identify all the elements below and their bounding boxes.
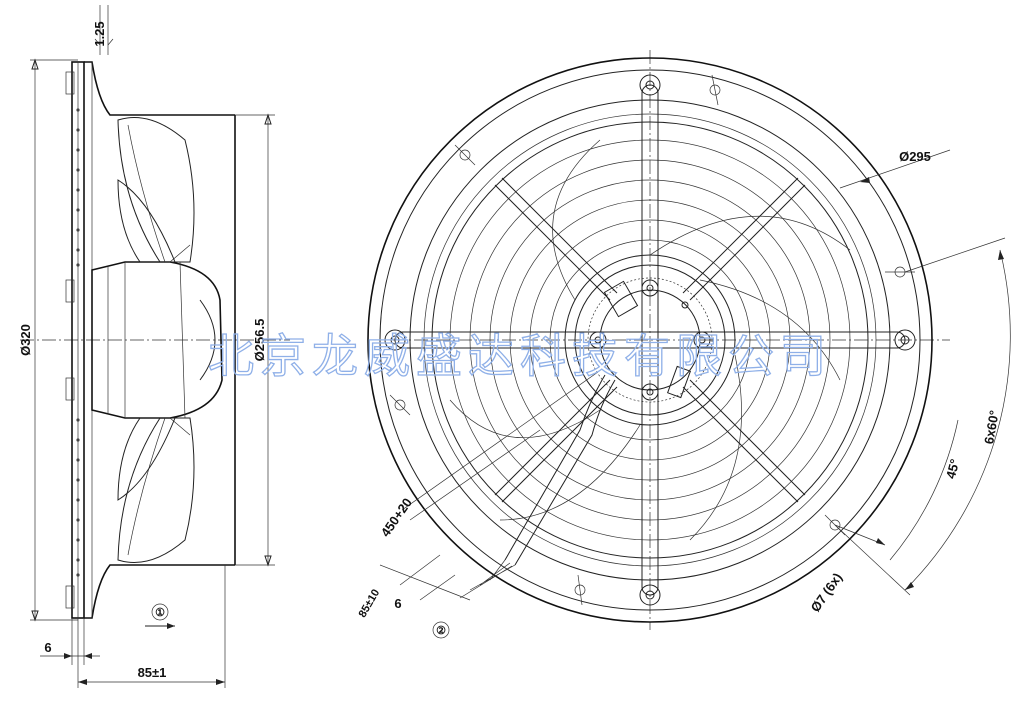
callout-2: ② [436, 625, 446, 637]
angle-6x60: 6x60° [981, 409, 1002, 445]
side-view: 1.25 Ø320 [18, 5, 290, 688]
dim-d7: Ø7 (6x) [808, 570, 846, 615]
blade-profiles [117, 117, 216, 563]
dim-85-1: 85±1 [138, 665, 167, 680]
dim-d320: Ø320 [18, 324, 33, 356]
dim-450: 450+20 [378, 495, 415, 539]
guard-spokes [494, 177, 806, 503]
flange-holes [76, 108, 80, 577]
callout-1: ① [155, 607, 165, 619]
dim-1-25: 1.25 [92, 21, 107, 46]
watermark-text: 北京龙威盛达科技有限公司 [208, 330, 832, 382]
dim-d256-5: Ø256.5 [252, 319, 267, 362]
dim-6-cable: 6 [394, 596, 401, 611]
dim-d295: Ø295 [899, 149, 931, 164]
guard-rings [449, 139, 851, 541]
dim-85-10: 85±10 [357, 587, 383, 619]
mounting-screws [384, 74, 916, 606]
blade-outlines [449, 139, 851, 541]
angle-45: 45° [943, 457, 963, 480]
dim-6-left: 6 [44, 640, 51, 655]
